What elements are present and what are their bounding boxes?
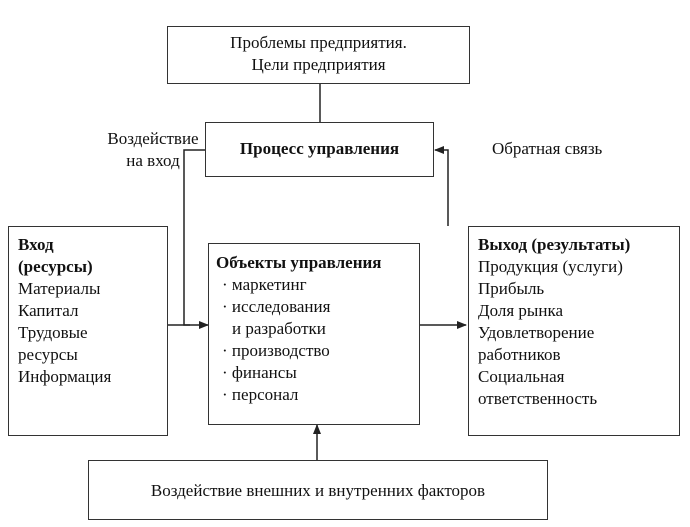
arrow-feedback	[434, 146, 449, 226]
input-item: Материалы	[18, 279, 101, 298]
objects-item-continued: и разработки	[232, 319, 326, 338]
objects-item: · персонал	[222, 385, 299, 404]
objects-item: · исследования	[222, 297, 331, 316]
objects-item: · производство	[222, 341, 330, 360]
management-process-label: Процесс управления	[239, 139, 400, 158]
input-item: ресурсы	[18, 345, 78, 364]
output-results-box	[468, 226, 680, 436]
input-influence-label: Воздействие на вход	[107, 129, 199, 170]
objects-item: · финансы	[222, 363, 297, 382]
feedback-label: Обратная связь	[492, 139, 603, 158]
output-results-text: Выход (результаты) Продукция (услуги) Пр…	[478, 234, 678, 410]
input-item: Капитал	[18, 301, 79, 320]
objects-item: · маркетинг	[222, 275, 307, 294]
input-resources-text: Вход (ресурсы) Материалы Капитал Трудовы…	[18, 234, 168, 388]
output-item: Доля рынка	[478, 301, 563, 320]
output-item: Социальная	[478, 367, 565, 386]
problems-goals-box	[167, 26, 470, 84]
input-item: Трудовые	[18, 323, 88, 342]
problems-line: Проблемы предприятия.	[230, 33, 407, 52]
goals-line: Цели предприятия	[251, 55, 386, 74]
input-resources-box	[8, 226, 168, 436]
input-subtitle: (ресурсы)	[18, 257, 93, 276]
input-title: Вход	[18, 235, 54, 254]
output-item: ответственность	[478, 389, 598, 408]
management-process-box	[205, 122, 434, 177]
output-title: Выход (результаты)	[478, 235, 631, 254]
problems-goals-text: Проблемы предприятия. Цели предприятия	[167, 32, 470, 76]
output-item: работников	[478, 345, 561, 364]
output-item: Прибыль	[478, 279, 545, 298]
factors-label: Воздействие внешних и внутренних факторо…	[150, 481, 486, 500]
management-objects-text: Объекты управления · маркетинг · исследо…	[216, 252, 420, 406]
objects-title: Объекты управления	[216, 253, 382, 272]
input-item: Информация	[18, 367, 112, 386]
factors-box	[88, 460, 548, 520]
output-item: Удовлетворение	[478, 323, 595, 342]
output-item: Продукция (услуги)	[478, 257, 623, 276]
management-objects-box	[208, 243, 420, 425]
